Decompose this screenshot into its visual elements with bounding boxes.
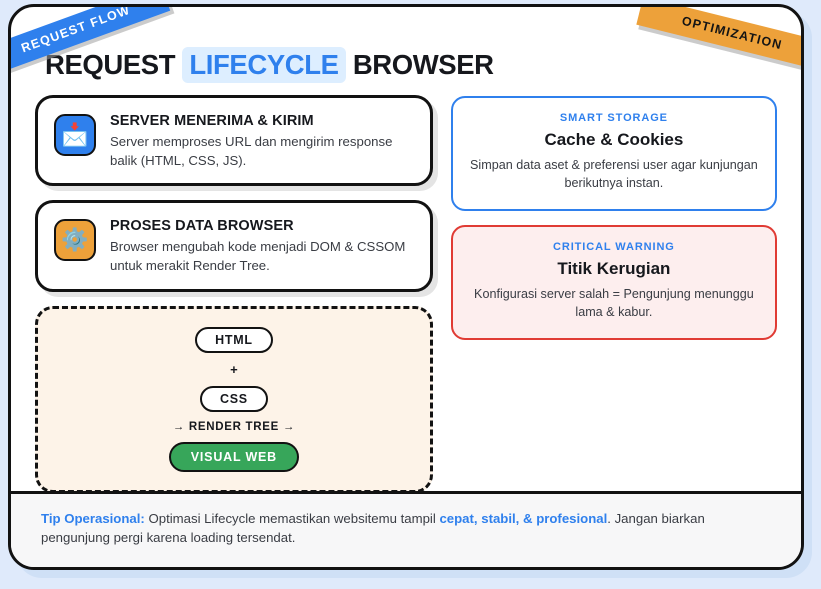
chip-html: HTML (195, 326, 273, 353)
plus-symbol: + (230, 361, 238, 377)
step-card-server-body: SERVER MENERIMA & KIRIM Server memproses… (110, 111, 414, 170)
info-card-smart-storage-desc: Simpan data aset & preferensi user agar … (470, 158, 758, 190)
step-card-browser-body: PROSES DATA BROWSER Browser mengubah kod… (110, 216, 414, 275)
footer-tip-text-2: . Jangan biarkan pengunjung pergi karena… (41, 511, 705, 545)
page-title: REQUEST LIFECYCLE BROWSER (45, 47, 494, 83)
ribbon-optimization: OPTIMIZATION (636, 7, 801, 71)
right-column: SMART STORAGE Cache & Cookies Simpan dat… (450, 95, 777, 493)
info-card-critical-warning-kicker: CRITICAL WARNING (553, 240, 675, 253)
inbox-tray-icon: 📩 (54, 114, 96, 156)
info-card-smart-storage-title: Cache & Cookies (544, 130, 684, 149)
info-card-smart-storage[interactable]: SMART STORAGE Cache & Cookies Simpan dat… (450, 96, 777, 211)
infographic-card: REQUEST FLOW OPTIMIZATION REQUEST LIFECY… (8, 4, 804, 570)
info-card-critical-warning-title: Titik Kerugian (557, 258, 671, 278)
step-card-server-title: SERVER MENERIMA & KIRIM (110, 113, 314, 129)
step-card-browser-title: PROSES DATA BROWSER (110, 218, 294, 235)
chip-css: CSS (199, 385, 268, 412)
step-card-server-desc: Server memproses URL dan mengirim respon… (110, 134, 393, 168)
inbox-tray-glyph: 📩 (61, 122, 89, 147)
content-grid: 📩 SERVER MENERIMA & KIRIM Server mempros… (11, 95, 801, 493)
render-tree-diagram: HTML + CSS → RENDER TREE → VISUAL WEB (35, 305, 433, 493)
chip-visual-web: VISUAL WEB (168, 441, 300, 472)
gear-icon: ⚙️ (54, 219, 96, 262)
footer-tip-label: Tip Operasional: (41, 511, 145, 526)
left-column: 📩 SERVER MENERIMA & KIRIM Server mempros… (35, 95, 433, 493)
footer-tip-bar: Tip Operasional: Optimasi Lifecycle mema… (11, 491, 801, 567)
footer-tip-text-1: Optimasi Lifecycle memastikan websitemu … (144, 511, 440, 526)
info-card-critical-warning-desc: Konfigurasi server salah = Pengunjung me… (474, 286, 754, 319)
info-card-smart-storage-kicker: SMART STORAGE (559, 112, 668, 124)
gear-glyph: ⚙️ (61, 227, 89, 253)
title-part-2: BROWSER (352, 49, 494, 80)
step-card-browser[interactable]: ⚙️ PROSES DATA BROWSER Browser mengubah … (35, 200, 433, 292)
footer-tip-highlight: cepat, stabil, & profesional (439, 511, 608, 526)
info-card-critical-warning[interactable]: CRITICAL WARNING Titik Kerugian Konfigur… (450, 224, 777, 340)
title-part-1: REQUEST (45, 49, 176, 80)
render-tree-arrow-label: → RENDER TREE → (172, 420, 296, 433)
step-card-browser-desc: Browser mengubah kode menjadi DOM & CSSO… (110, 239, 406, 274)
footer-tip-text: Tip Operasional: Optimasi Lifecycle mema… (41, 510, 771, 547)
step-card-server[interactable]: 📩 SERVER MENERIMA & KIRIM Server mempros… (35, 95, 433, 187)
title-highlight: LIFECYCLE (182, 47, 346, 83)
